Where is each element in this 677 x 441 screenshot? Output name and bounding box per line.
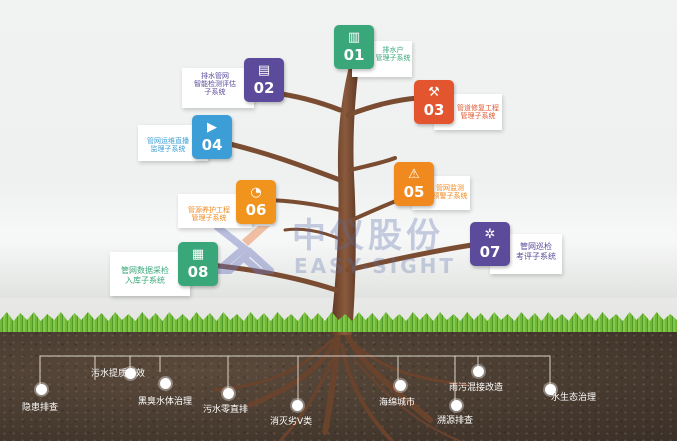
module-02-card [182,68,254,108]
grass-strip [0,312,677,332]
root-label: 溯源排查 [437,416,474,426]
root-label: 污水提质增效 [91,369,146,379]
module-07-tag: ✲ 07 [470,222,510,266]
root-label: 污水零直排 [203,405,249,415]
module-05-tag: ⚠ 05 [394,162,434,206]
module-label: 管网数据采检 入库子系统 [121,266,169,285]
module-number: 07 [479,243,501,261]
watermark-english: EASY-SIGHT [294,254,457,278]
module-label: 管网运维直播 监理子系统 [147,137,189,153]
root-dot [36,384,47,395]
root-label: 雨污混接改造 [449,383,504,393]
module-number: 03 [423,101,445,119]
root-dot [223,388,234,399]
video-icon: ▶ [207,120,217,135]
root-label: 消灭劣V类 [270,417,313,427]
module-08-tag: ▦ 08 [178,242,218,286]
module-06-tag: ◔ 06 [236,180,276,224]
module-label: 管源养护工程 管理子系统 [188,206,230,222]
fan-icon: ✲ [484,227,496,242]
module-number: 05 [403,183,425,201]
root-dot [395,380,406,391]
root-dot [473,366,484,377]
watermark-chinese: 中仪股份 [292,216,444,256]
chart-icon: ▤ [257,63,271,78]
module-label: 管道修复工程 管理子系统 [457,104,499,120]
module-03-tag: ⚒ 03 [414,80,454,124]
factory-icon: ▥ [347,30,361,45]
root-dot [125,368,136,379]
warning-icon: ⚠ [408,167,420,182]
module-number: 01 [343,46,365,64]
pie-chart-icon: ◔ [250,185,262,200]
root-label: 黑臭水体治理 [138,397,193,407]
root-dot [160,378,171,389]
root-dot [545,384,556,395]
module-number: 04 [201,136,223,154]
root-label: 海绵城市 [379,398,416,408]
root-dot [292,400,303,411]
tree-roots [213,327,472,441]
module-number: 06 [245,201,267,219]
module-number: 02 [253,79,275,97]
module-number: 08 [187,263,209,281]
module-label: 排水管网 智能检测评估 子系统 [194,72,236,96]
root-label: 水生态治理 [551,393,597,403]
module-01-tag: ▥ 01 [334,25,374,69]
module-label: 管网巡检 考评子系统 [516,242,556,261]
module-08-card [110,252,190,296]
module-label: 排水户 管理子系统 [375,46,411,62]
module-04-tag: ▶ 04 [192,115,232,159]
module-02-tag: ▤ 02 [244,58,284,102]
tree-trunk [330,55,360,335]
database-icon: ▦ [191,247,205,262]
pipe-repair-icon: ⚒ [428,85,440,100]
company-logo-icon [214,223,274,274]
module-label: 管网监测 预警子系统 [432,184,468,200]
root-dot [451,400,462,411]
root-label: 隐患排查 [22,403,59,413]
